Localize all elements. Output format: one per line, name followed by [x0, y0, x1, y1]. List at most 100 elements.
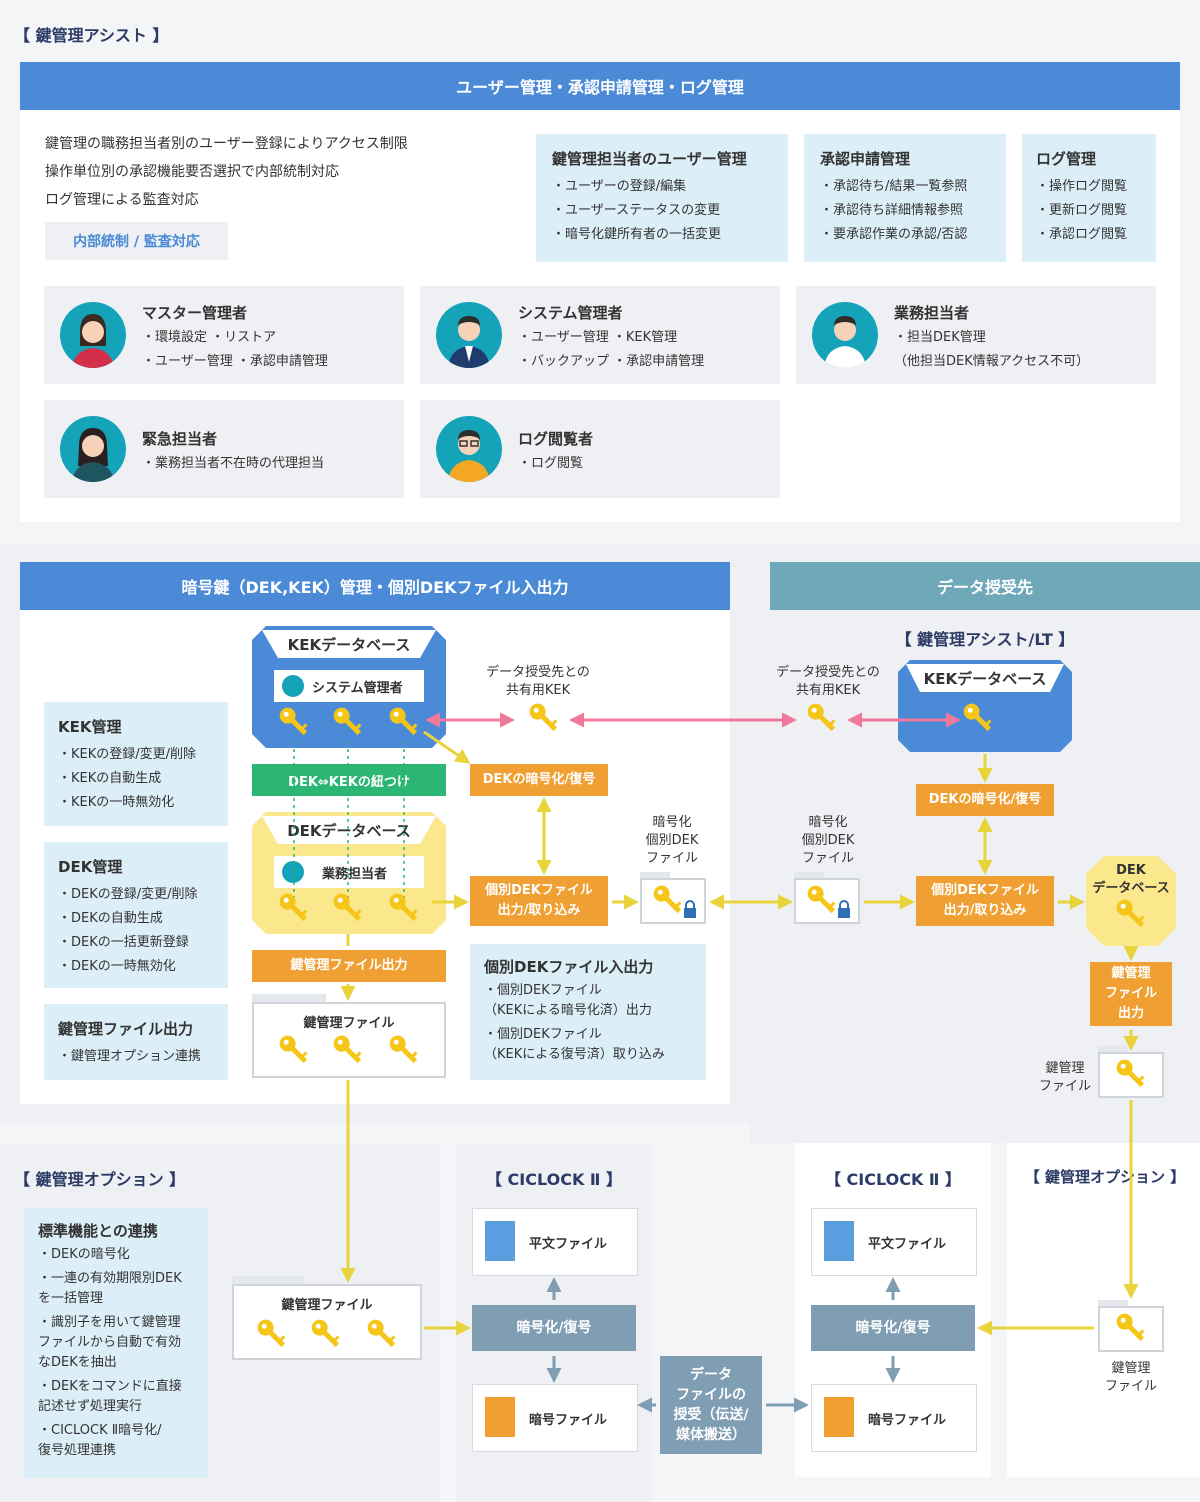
crypt-box: 暗号化/復号 — [472, 1305, 636, 1351]
list-item: 暗号化鍵所有者の一括変更 — [552, 223, 772, 247]
list-item: CICLOCK Ⅱ暗号化/ 復号処理連携 — [38, 1421, 194, 1461]
cipher-file-card: 暗号ファイル — [472, 1384, 638, 1452]
list-item: 承認待ち詳細情報参照 — [820, 199, 990, 223]
dek-io-title: 個別DEKファイル入出力 — [484, 958, 654, 976]
male-glasses-avatar — [436, 416, 502, 482]
ciclock-r-head: 【 CICLOCK Ⅱ 】 — [824, 1170, 962, 1189]
kek-db-r-shape — [898, 660, 1072, 752]
document-icon — [824, 1221, 854, 1261]
list-item: 操作ログ閲覧 — [1036, 175, 1142, 199]
cipher-document-icon — [485, 1397, 515, 1437]
role-line: ・環境設定 ・リストア — [142, 330, 277, 345]
dek-kek-link: DEK⇔KEKの紐つけ — [252, 764, 446, 796]
right-bar-title: データ授受先 — [770, 562, 1200, 610]
role-line: ・ユーザー管理 ・KEK管理 — [518, 330, 678, 345]
list-item: KEKの一時無効化 — [58, 791, 214, 815]
role-line: ・ユーザー管理 ・承認申請管理 — [142, 354, 328, 369]
staff-label: 業務担当者 — [322, 866, 388, 882]
mid-bar-title: 暗号鍵（DEK,KEK）管理・個別DEKファイル入出力 — [20, 562, 730, 610]
role-name: 業務担当者 — [894, 304, 970, 322]
role-card-log-viewer: ログ閲覧者 ・ログ閲覧 — [420, 400, 780, 498]
page-title: 【 鍵管理アシスト 】 — [14, 26, 169, 45]
role-line: ・業務担当者不在時の代理担当 — [142, 456, 325, 471]
intro-text: 鍵管理の職務担当者別のユーザー登録によりアクセス制限 操作単位別の承認機能要否選… — [45, 130, 408, 214]
kek-db-r-label: KEKデータベース — [923, 670, 1047, 688]
male-suit-avatar — [436, 302, 502, 368]
list-item: 承認待ち/結果一覧参照 — [820, 175, 990, 199]
key-file-out-bar: 鍵管理ファイル出力 — [252, 950, 446, 982]
list-item: DEKの登録/変更/削除 — [58, 883, 214, 907]
enc-dek-file-icon — [640, 878, 706, 924]
role-card-staff: 業務担当者 ・担当DEK管理 （他担当DEK情報アクセス不可） — [796, 286, 1156, 384]
role-name: ログ閲覧者 — [518, 430, 594, 448]
person-icon — [282, 861, 304, 883]
person-icon — [282, 675, 304, 697]
enc-file-r-caption: 暗号化 個別DEK ファイル — [801, 815, 855, 866]
lt-head: 【 鍵管理アシスト/LT 】 — [895, 630, 1075, 649]
transfer-box: データ ファイルの 授受（伝送/ 媒体搬送） — [660, 1356, 762, 1454]
key-file-r-icon — [1098, 1052, 1164, 1098]
plain-file-card: 平文ファイル — [472, 1208, 638, 1276]
intro-line: ログ管理による監査対応 — [45, 192, 199, 208]
file-tab — [794, 872, 824, 880]
list-item: 個別DEKファイル （KEKによる復号済）取り込み — [484, 1025, 692, 1065]
top-bar-title: ユーザー管理・承認申請管理・ログ管理 — [20, 62, 1180, 110]
key-file-r2-icon — [1098, 1306, 1164, 1352]
female-admin-avatar — [60, 302, 126, 368]
list-item: 識別子を用いて鍵管理 ファイルから自動で有効 なDEKを抽出 — [38, 1313, 194, 1373]
list-item: DEKの一括更新登録 — [58, 931, 214, 955]
male-staff-avatar — [812, 302, 878, 368]
file-tab — [640, 872, 670, 880]
dek-file-io-box: 個別DEKファイル 出力/取り込み — [470, 876, 608, 926]
cipher-file-label: 暗号ファイル — [529, 1413, 608, 1428]
intro-line: 操作単位別の承認機能要否選択で内部統制対応 — [45, 164, 339, 180]
key-file-out-box: 鍵管理ファイル出力 鍵管理オプション連携 — [44, 1004, 228, 1080]
list-item: KEKの登録/変更/削除 — [58, 743, 214, 767]
control-badge: 内部統制 / 監査対応 — [45, 222, 228, 260]
list-item: ユーザーステータスの変更 — [552, 199, 772, 223]
key-file-card: 鍵管理ファイル — [252, 1002, 446, 1078]
cipher-file-r-label: 暗号ファイル — [868, 1413, 947, 1428]
dek-crypt-r-box: DEKの暗号化/復号 — [916, 784, 1054, 816]
opt-box: 標準機能との連携 DEKの暗号化 一連の有効期限別DEK を一括管理 識別子を用… — [24, 1208, 208, 1478]
sysadmin-label: システム管理者 — [312, 680, 403, 696]
role-line: （他担当DEK情報アクセス不可） — [894, 354, 1090, 369]
user-mgmt-title: 鍵管理担当者のユーザー管理 — [552, 150, 747, 168]
crypt-r-box: 暗号化/復号 — [811, 1305, 975, 1351]
file-tab — [1098, 1300, 1128, 1308]
opt-r-head: 【 鍵管理オプション 】 — [1024, 1168, 1186, 1186]
dek-crypt-box: DEKの暗号化/復号 — [470, 764, 608, 796]
opt-box-title: 標準機能との連携 — [38, 1222, 158, 1240]
role-name: システム管理者 — [518, 304, 623, 322]
intro-line: 鍵管理の職務担当者別のユーザー登録によりアクセス制限 — [45, 136, 408, 152]
list-item: 更新ログ閲覧 — [1036, 199, 1142, 223]
shared-kek-caption-r: データ授受先との 共有用KEK — [776, 665, 880, 698]
dek-io-box: 個別DEKファイル入出力 個別DEKファイル （KEKによる暗号化済）出力 個別… — [470, 944, 706, 1080]
plain-file-label: 平文ファイル — [529, 1237, 608, 1252]
cipher-document-icon — [824, 1397, 854, 1437]
role-card-emergency: 緊急担当者 ・業務担当者不在時の代理担当 — [44, 400, 404, 498]
list-item: ユーザーの登録/編集 — [552, 175, 772, 199]
dek-mgmt-box: DEK管理 DEKの登録/変更/削除 DEKの自動生成 DEKの一括更新登録 D… — [44, 842, 228, 988]
log-box: ログ管理 操作ログ閲覧 更新ログ閲覧 承認ログ閲覧 — [1022, 134, 1156, 262]
plain-file-r-card: 平文ファイル — [811, 1208, 977, 1276]
role-line: ・担当DEK管理 — [894, 330, 986, 345]
key-file-r-caption: 鍵管理 ファイル — [1038, 1061, 1091, 1094]
kek-mgmt-box: KEK管理 KEKの登録/変更/削除 KEKの自動生成 KEKの一時無効化 — [44, 702, 228, 826]
dek-db-label: DEKデータベース — [287, 822, 411, 840]
approval-title: 承認申請管理 — [820, 150, 911, 168]
kek-mgmt-title: KEK管理 — [58, 718, 122, 736]
dek-file-io-r-box: 個別DEKファイル 出力/取り込み — [916, 876, 1054, 926]
file-tab — [1098, 1046, 1128, 1054]
approval-box: 承認申請管理 承認待ち/結果一覧参照 承認待ち詳細情報参照 要承認作業の承認/否… — [804, 134, 1006, 262]
female-staff-avatar — [60, 416, 126, 482]
key-file-out-title: 鍵管理ファイル出力 — [58, 1020, 194, 1038]
list-item: DEKの自動生成 — [58, 907, 214, 931]
plain-file-r-label: 平文ファイル — [868, 1237, 947, 1252]
enc-file-caption: 暗号化 個別DEK ファイル — [645, 815, 699, 866]
role-line: ・ログ閲覧 — [518, 456, 584, 471]
list-item: 承認ログ閲覧 — [1036, 223, 1142, 247]
list-item: 鍵管理オプション連携 — [58, 1045, 214, 1069]
list-item: 一連の有効期限別DEK を一括管理 — [38, 1269, 194, 1309]
list-item: 要承認作業の承認/否認 — [820, 223, 990, 247]
